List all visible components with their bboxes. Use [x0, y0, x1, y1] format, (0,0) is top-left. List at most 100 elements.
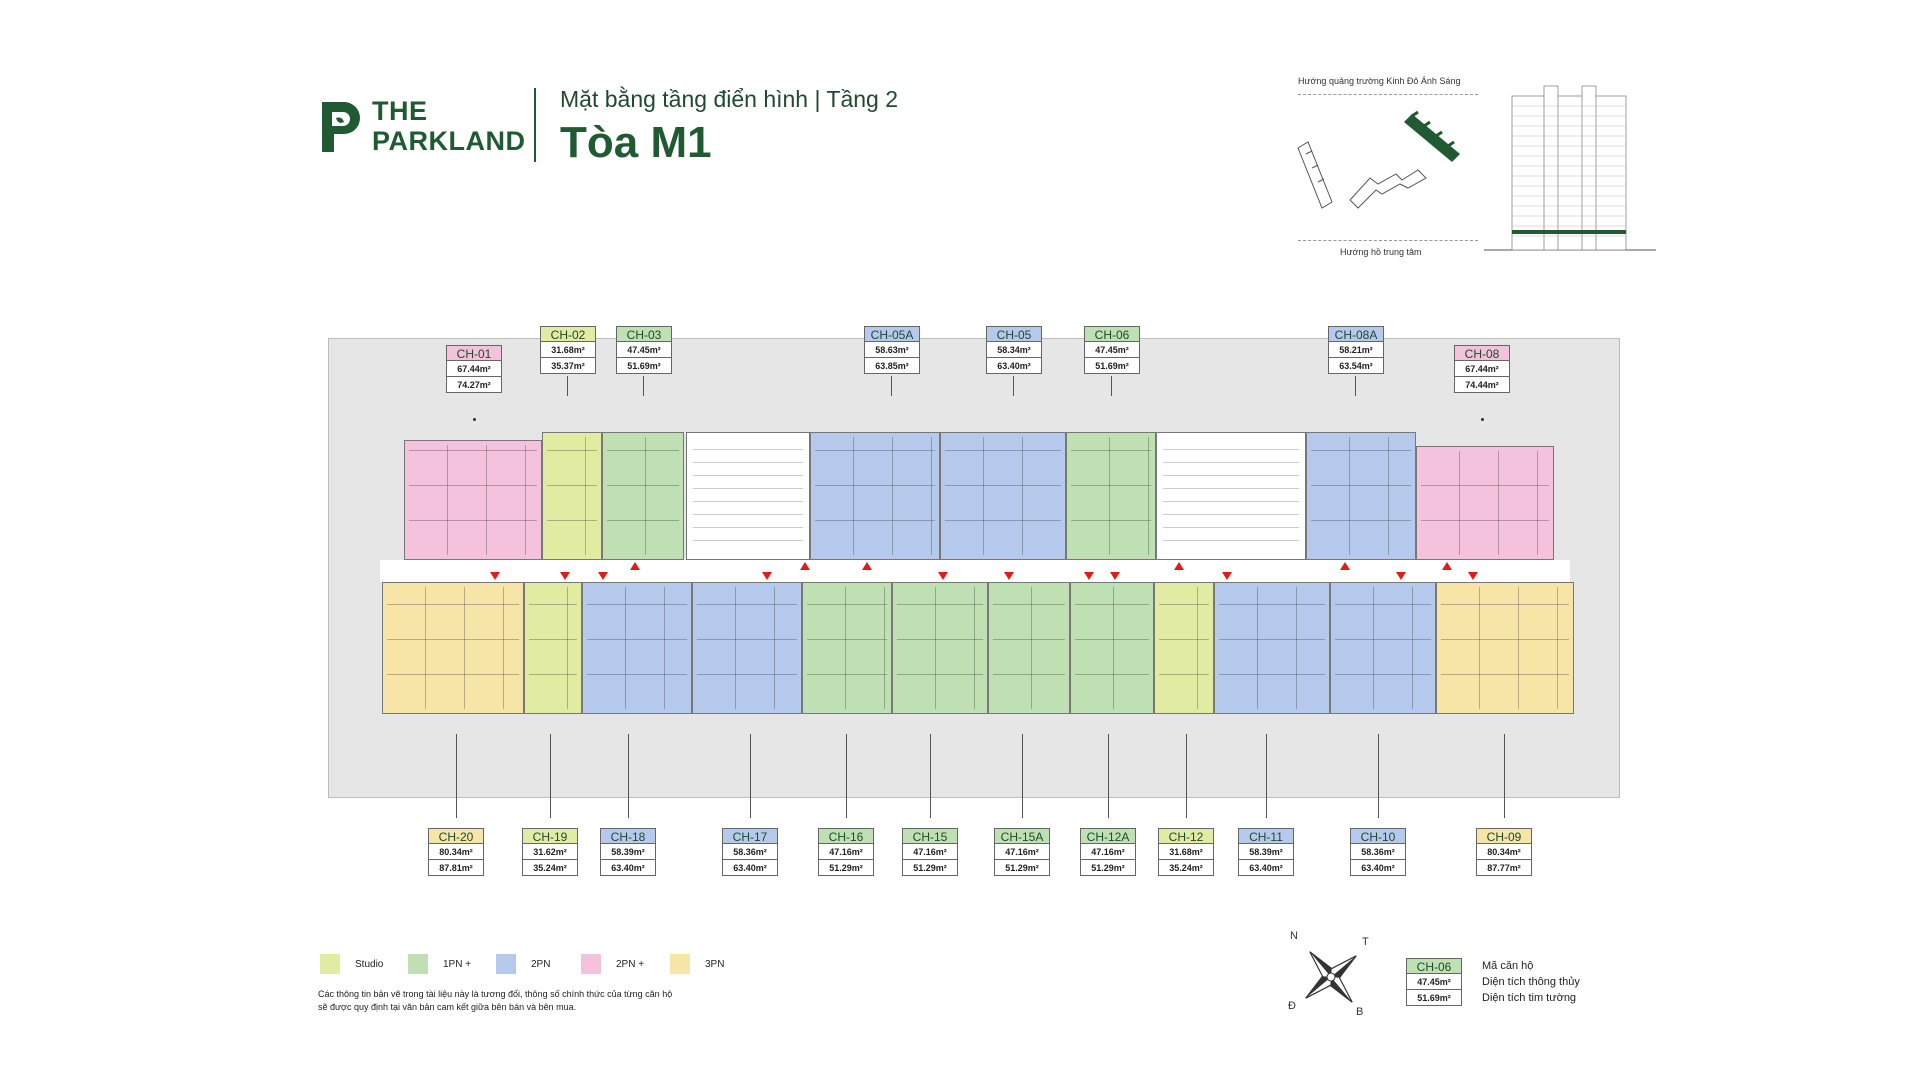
- entrance-marker: [1174, 562, 1184, 570]
- plan-unit-ch-06[interactable]: [1066, 432, 1156, 560]
- unit-label-ch-08a[interactable]: CH-08A 58.21m² 63.54m²: [1328, 326, 1384, 374]
- legend-label-1pn: 1PN +: [443, 959, 472, 970]
- unit-gross-area: 63.40m²: [1350, 860, 1406, 876]
- plan-unit-ch-01[interactable]: [404, 440, 542, 560]
- leader-line: [1108, 734, 1109, 818]
- compass-b: B: [1356, 1006, 1364, 1018]
- legend-swatch-2pn: [496, 954, 516, 974]
- plan-unit-ch-18[interactable]: [582, 582, 692, 714]
- plan-unit-ch-19[interactable]: [524, 582, 582, 714]
- plan-unit-ch-09[interactable]: [1436, 582, 1574, 714]
- leader-line: [456, 734, 457, 818]
- unit-net-area: 58.34m²: [986, 342, 1042, 358]
- unit-gross-area: 63.40m²: [600, 860, 656, 876]
- brand-name: THE PARKLAND: [372, 96, 526, 156]
- unit-code: CH-05A: [864, 326, 920, 342]
- unit-label-ch-05[interactable]: CH-05 58.34m² 63.40m²: [986, 326, 1042, 374]
- plan-unit-ch-08[interactable]: [1416, 446, 1554, 560]
- plan-unit-ch-03[interactable]: [602, 432, 684, 560]
- plan-unit-ch-10[interactable]: [1330, 582, 1436, 714]
- leader-dot: [473, 418, 476, 421]
- key-gross-area: 51.69m²: [1406, 990, 1462, 1006]
- building-elevation-icon: [1484, 85, 1656, 251]
- plan-unit-ch-05a[interactable]: [810, 432, 940, 560]
- leader-line: [891, 376, 892, 396]
- unit-label-ch-19[interactable]: CH-19 31.62m² 35.24m²: [522, 828, 578, 876]
- header-divider: [534, 88, 536, 162]
- unit-label-ch-16[interactable]: CH-16 47.16m² 51.29m²: [818, 828, 874, 876]
- unit-net-area: 47.16m²: [1080, 844, 1136, 860]
- unit-gross-area: 51.69m²: [616, 358, 672, 374]
- unit-code: CH-08A: [1328, 326, 1384, 342]
- legend-swatch-2pn-plus: [581, 954, 601, 974]
- unit-label-ch-15[interactable]: CH-15 47.16m² 51.29m²: [902, 828, 958, 876]
- plan-unit-ch-02[interactable]: [542, 432, 602, 560]
- stair-elevator-core-west: [686, 432, 810, 560]
- unit-label-ch-11[interactable]: CH-11 58.39m² 63.40m²: [1238, 828, 1294, 876]
- leader-line: [930, 734, 931, 818]
- unit-label-ch-17[interactable]: CH-17 58.36m² 63.40m²: [722, 828, 778, 876]
- plan-unit-ch-16[interactable]: [802, 582, 892, 714]
- unit-label-ch-18[interactable]: CH-18 58.39m² 63.40m²: [600, 828, 656, 876]
- plan-unit-ch-11[interactable]: [1214, 582, 1330, 714]
- unit-net-area: 47.16m²: [818, 844, 874, 860]
- plan-unit-ch-12a[interactable]: [1070, 582, 1154, 714]
- parkland-logo-icon: [322, 102, 360, 152]
- unit-gross-area: 35.37m²: [540, 358, 596, 374]
- plan-unit-ch-20[interactable]: [382, 582, 524, 714]
- unit-code: CH-10: [1350, 828, 1406, 844]
- unit-net-area: 58.21m²: [1328, 342, 1384, 358]
- entrance-marker: [800, 562, 810, 570]
- unit-label-ch-03[interactable]: CH-03 47.45m² 51.69m²: [616, 326, 672, 374]
- unit-gross-area: 51.69m²: [1084, 358, 1140, 374]
- unit-code: CH-20: [428, 828, 484, 844]
- unit-label-ch-12a[interactable]: CH-12A 47.16m² 51.29m²: [1080, 828, 1136, 876]
- entrance-marker: [938, 572, 948, 580]
- unit-label-ch-12[interactable]: CH-12 31.68m² 35.24m²: [1158, 828, 1214, 876]
- brand-line-2: PARKLAND: [372, 126, 526, 156]
- unit-label-ch-10[interactable]: CH-10 58.36m² 63.40m²: [1350, 828, 1406, 876]
- entrance-marker: [1084, 572, 1094, 580]
- entrance-marker: [1004, 572, 1014, 580]
- site-map-bottom-label: Hướng hồ trung tâm: [1340, 247, 1422, 257]
- plan-unit-ch-15[interactable]: [892, 582, 988, 714]
- unit-label-ch-06[interactable]: CH-06 47.45m² 51.69m²: [1084, 326, 1140, 374]
- unit-label-ch-15a[interactable]: CH-15A 47.16m² 51.29m²: [994, 828, 1050, 876]
- plan-unit-ch-08a[interactable]: [1306, 432, 1416, 560]
- stair-elevator-core-east: [1156, 432, 1306, 560]
- compass-rose-icon: [1305, 951, 1357, 1003]
- page-subtitle: Mặt bằng tầng điển hình | Tầng 2: [560, 86, 899, 112]
- leader-line: [1013, 376, 1014, 396]
- unit-label-ch-08[interactable]: CH-08 67.44m² 74.44m²: [1454, 345, 1510, 393]
- key-unit-code: CH-06: [1406, 958, 1462, 974]
- compass-t: T: [1362, 936, 1369, 948]
- leader-line: [1355, 376, 1356, 396]
- unit-gross-area: 74.27m²: [446, 377, 502, 393]
- leader-line: [1111, 376, 1112, 396]
- disclaimer-note: Các thông tin bản vẽ trong tài liệu này …: [318, 988, 738, 1014]
- unit-label-ch-02[interactable]: CH-02 31.68m² 35.37m²: [540, 326, 596, 374]
- unit-net-area: 31.62m²: [522, 844, 578, 860]
- unit-gross-area: 63.40m²: [1238, 860, 1294, 876]
- unit-label-ch-05a[interactable]: CH-05A 58.63m² 63.85m²: [864, 326, 920, 374]
- plan-unit-ch-05[interactable]: [940, 432, 1066, 560]
- leader-dot: [1481, 418, 1484, 421]
- unit-gross-area: 87.81m²: [428, 860, 484, 876]
- leader-line: [1378, 734, 1379, 818]
- unit-gross-area: 63.54m²: [1328, 358, 1384, 374]
- plan-unit-ch-12[interactable]: [1154, 582, 1214, 714]
- site-map-icon: [1297, 110, 1460, 209]
- plan-unit-ch-15a[interactable]: [988, 582, 1070, 714]
- key-code-label: Mã căn hộ: [1482, 960, 1534, 972]
- unit-label-ch-20[interactable]: CH-20 80.34m² 87.81m²: [428, 828, 484, 876]
- plan-unit-ch-17[interactable]: [692, 582, 802, 714]
- legend-swatch-3pn: [670, 954, 690, 974]
- entrance-marker: [1222, 572, 1232, 580]
- unit-code: CH-11: [1238, 828, 1294, 844]
- unit-net-area: 67.44m²: [1454, 361, 1510, 377]
- unit-label-ch-01[interactable]: CH-01 67.44m² 74.27m²: [446, 345, 502, 393]
- unit-gross-area: 35.24m²: [1158, 860, 1214, 876]
- unit-gross-area: 35.24m²: [522, 860, 578, 876]
- unit-label-ch-09[interactable]: CH-09 80.34m² 87.77m²: [1476, 828, 1532, 876]
- entrance-marker: [630, 562, 640, 570]
